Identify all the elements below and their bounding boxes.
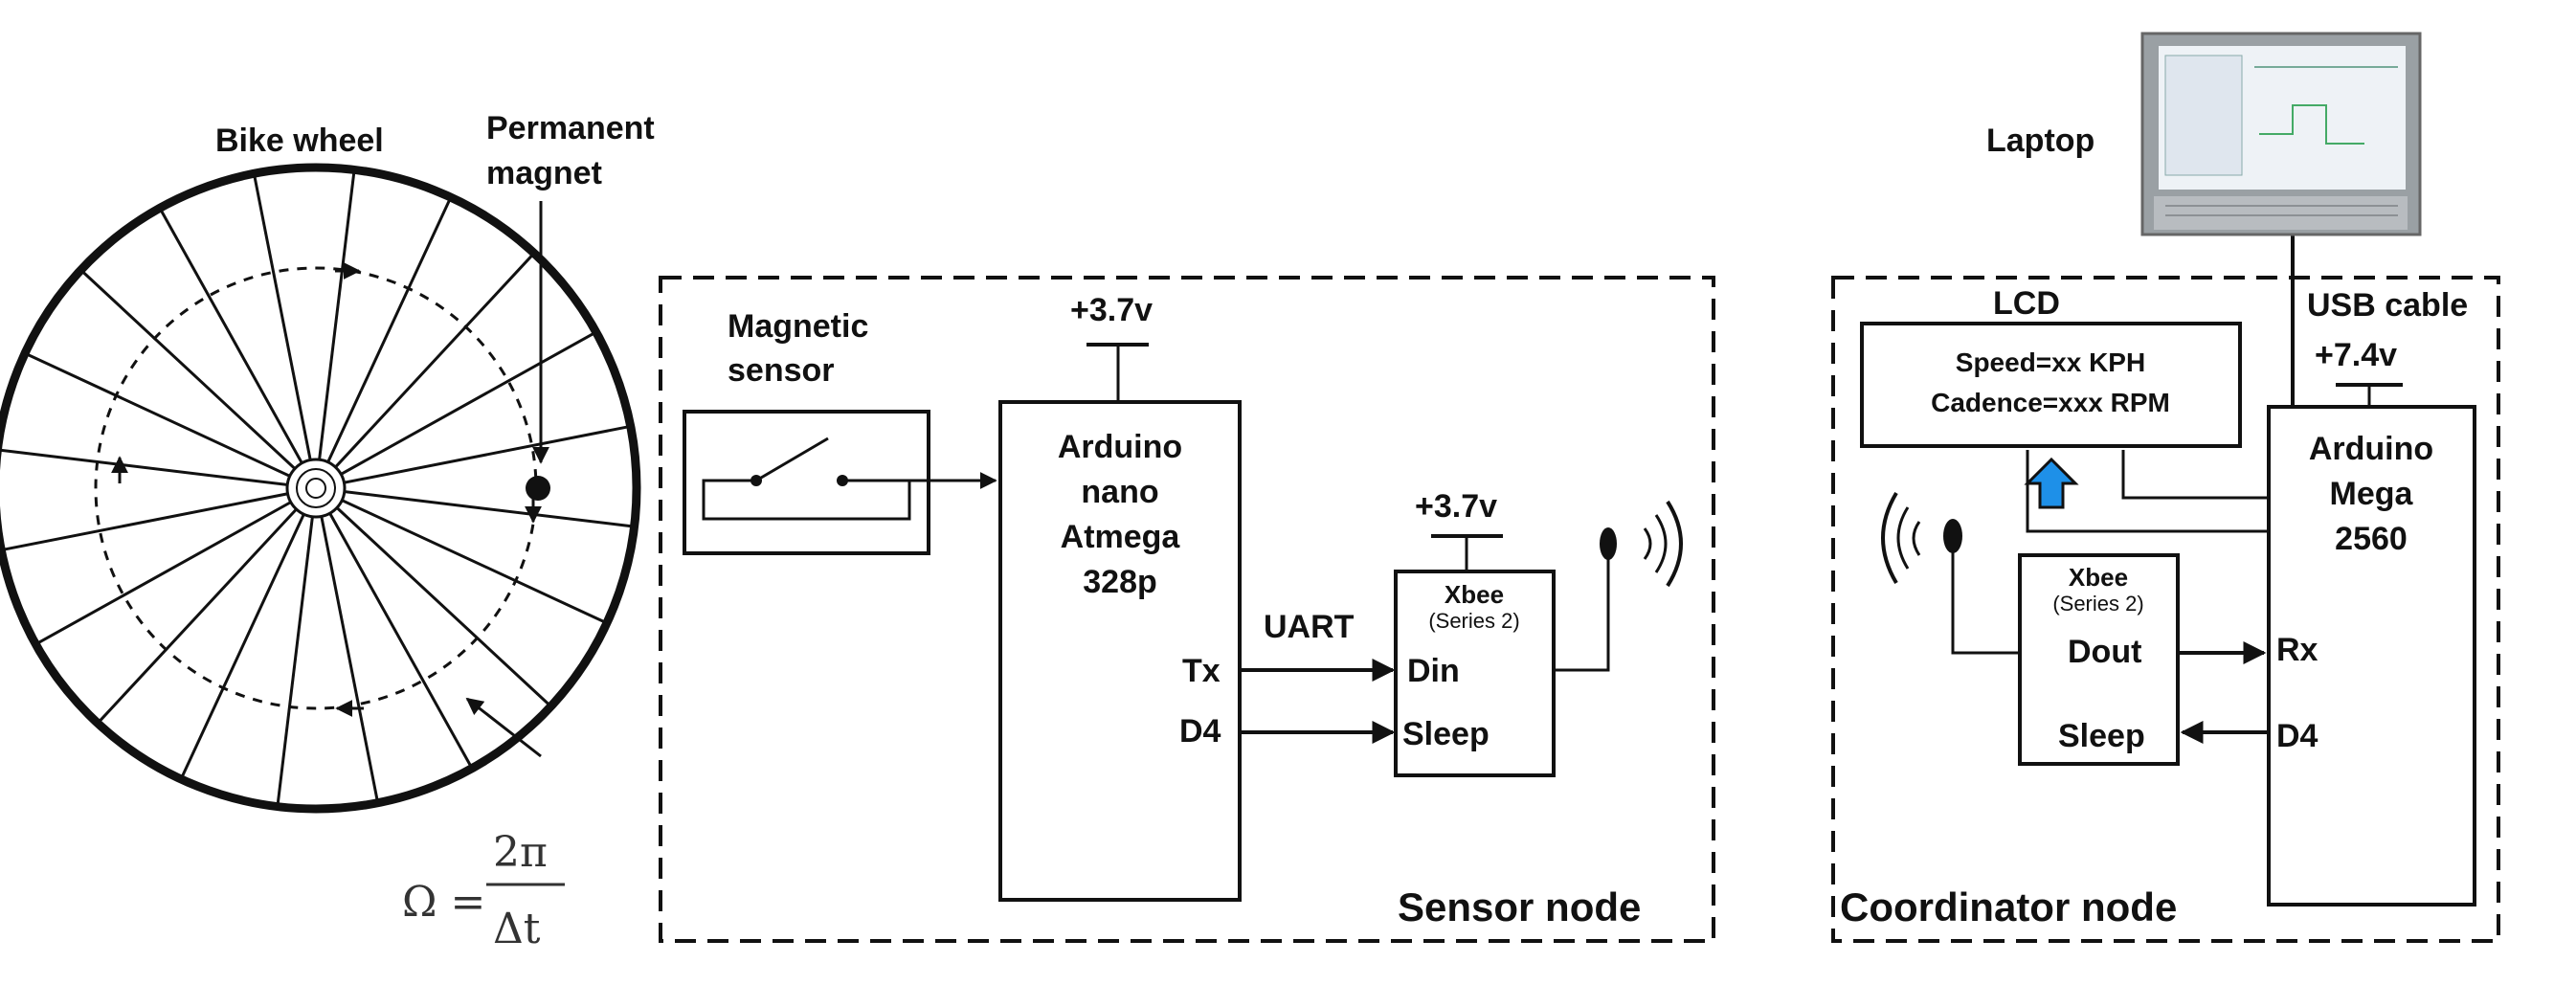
arduino-mega-line2: Mega — [2330, 476, 2414, 512]
pin-sleep-label: Sleep — [1402, 716, 1490, 752]
reed-switch-wiring — [702, 479, 911, 521]
wheel-spoke — [99, 486, 318, 723]
sensor-signal-icon — [1643, 527, 1652, 560]
bike-wheel: Bike wheel Permanent magnet Ω = 2π Δt — [0, 110, 655, 953]
wheel-spoke — [0, 448, 317, 490]
wheel-spoke — [314, 172, 356, 489]
bike-wheel-label: Bike wheel — [215, 123, 384, 159]
coordinator-signal-icon — [1912, 521, 1921, 556]
magnetic-sensor-label-line1: Magnetic — [728, 308, 868, 345]
lcd-bus-wire — [2026, 450, 2269, 533]
lcd-box — [1860, 322, 2242, 448]
wheel-spoke — [37, 486, 317, 644]
arduino-nano-line1: Arduino — [1058, 429, 1182, 465]
wheel-spoke — [276, 487, 318, 804]
wheel-spoke — [253, 175, 318, 489]
coordinator-antenna-wire — [1951, 546, 2020, 655]
xbee-sensor-title: Xbee — [1445, 580, 1504, 609]
reed-switch-contact — [755, 437, 829, 482]
xbee-sensor-supply-label: +3.7v — [1415, 488, 1497, 525]
omega-pointer-arrow — [465, 697, 542, 758]
wheel-spoke — [27, 352, 317, 490]
wheel-spoke — [315, 425, 629, 490]
wheel-spokes — [0, 172, 632, 804]
coordinator-node: Coordinator node LCD Speed=xx KPH Cadenc… — [1831, 32, 2500, 943]
formula-denominator: Δt — [493, 905, 541, 953]
formula-numerator: 2π — [493, 828, 548, 877]
lcd-update-arrow-icon — [2024, 457, 2079, 509]
laptop-icon — [2140, 32, 2422, 236]
sensor-node-boundary — [659, 276, 1715, 943]
usb-cable-label: USB cable — [2307, 287, 2468, 324]
arduino-nano-supply-label: +3.7v — [1070, 292, 1153, 328]
sensor-antenna-wire — [1554, 550, 1610, 672]
wheel-spoke — [315, 486, 605, 624]
arduino-mega-line3: 2560 — [2335, 521, 2408, 557]
pin-d4-label: D4 — [1179, 713, 1221, 750]
permanent-magnet — [526, 476, 550, 501]
xbee-sensor-box — [1394, 570, 1556, 777]
xbee-sensor-subtitle: (Series 2) — [1428, 609, 1519, 633]
wheel-spoke — [314, 487, 379, 801]
arduino-mega-line1: Arduino — [2309, 431, 2433, 467]
arduino-mega-supply-label: +7.4v — [2315, 337, 2397, 373]
arduino-nano-line3: Atmega — [1061, 519, 1181, 555]
sensor-antenna — [1600, 527, 1617, 560]
uart-label: UART — [1264, 609, 1355, 645]
arduino-nano-box — [998, 400, 1242, 902]
wheel-spoke — [314, 254, 533, 490]
arduino-mega-box — [2267, 405, 2476, 907]
pin-rx-label: Rx — [2276, 632, 2318, 668]
pin-tx-label: Tx — [1182, 653, 1221, 689]
magnet-label: magnet — [486, 155, 602, 191]
wheel-spoke — [314, 199, 452, 489]
lcd-speed-line: Speed=xx KPH — [1956, 347, 2145, 377]
pin-dout-label: Dout — [2068, 634, 2141, 670]
permanent-magnet-label: Permanent — [486, 110, 655, 146]
lcd-cadence-line: Cadence=xxx RPM — [1931, 388, 2170, 417]
pin-coord-sleep-label: Sleep — [2058, 718, 2145, 754]
formula-lhs: Ω = — [402, 878, 485, 927]
wheel-spoke — [180, 487, 318, 777]
sensor-node-title: Sensor node — [1398, 884, 1641, 929]
wheel-spoke — [3, 486, 317, 551]
pin-coord-d4-label: D4 — [2276, 718, 2318, 754]
coordinator-node-boundary — [1831, 276, 2500, 943]
magnetic-sensor-label-line2: sensor — [728, 352, 835, 389]
xbee-coordinator-title: Xbee — [2069, 563, 2128, 592]
xbee-coordinator-subtitle: (Series 2) — [2052, 592, 2143, 616]
laptop-label: Laptop — [1986, 123, 2094, 159]
lcd-label: LCD — [1993, 285, 2060, 322]
wheel-spoke — [314, 486, 550, 705]
coordinator-antenna — [1943, 519, 1962, 553]
wheel-spoke — [81, 271, 318, 490]
arduino-nano-line4: 328p — [1083, 564, 1157, 600]
wheel-spoke — [315, 486, 632, 528]
xbee-coordinator-box — [2018, 553, 2180, 766]
sensor-node: Sensor node Magnetic sensor +3.7v Arduin… — [659, 276, 1715, 943]
wheel-hub — [285, 458, 347, 519]
arduino-nano-line2: nano — [1081, 474, 1158, 510]
wheel-spoke — [314, 487, 472, 767]
wheel-spoke — [160, 210, 318, 489]
magnetic-sensor-box — [683, 410, 930, 555]
wheel-spoke — [315, 332, 594, 490]
pin-din-label: Din — [1407, 653, 1460, 689]
coordinator-node-title: Coordinator node — [1840, 884, 2177, 929]
